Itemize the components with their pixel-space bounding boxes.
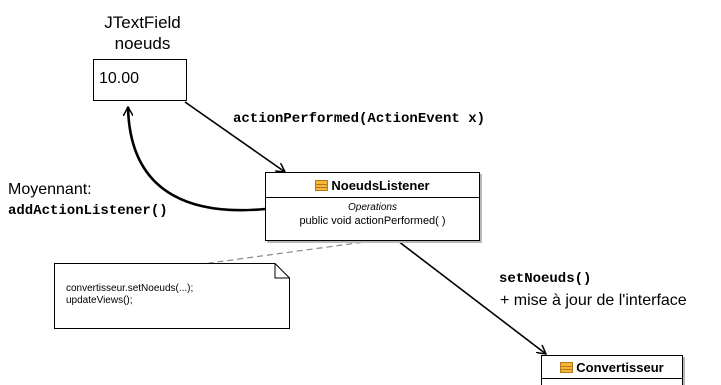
action-performed-arrow: [184, 101, 285, 172]
listener-class-name: NoeudsListener: [331, 177, 430, 193]
class-icon: [560, 361, 574, 373]
convertisseur-class-name: Convertisseur: [576, 359, 664, 375]
textfield-caption: JTextField noeuds: [90, 12, 195, 54]
note-line-1: convertisseur.setNoeuds(...);: [66, 283, 194, 294]
convertisseur-class: Convertisseur: [541, 355, 683, 385]
listener-class-header: NoeudsListener: [266, 173, 479, 198]
add-action-listener-arrow: [128, 107, 266, 212]
action-performed-label: actionPerformed(ActionEvent x): [233, 111, 486, 127]
noeuds-text-field[interactable]: 10.00: [93, 59, 187, 101]
convertisseur-class-header: Convertisseur: [542, 356, 682, 379]
class-icon: [315, 179, 329, 191]
textfield-type-label: JTextField: [104, 13, 181, 32]
noeuds-listener-class: NoeudsListener Operations public void ac…: [265, 172, 480, 241]
note-line-2: updateViews();: [66, 295, 133, 306]
registration-prefix-label: Moyennant:: [8, 181, 92, 198]
interface-update-label: + mise à jour de l'interface: [500, 292, 687, 309]
set-noeuds-arrow: [397, 240, 546, 354]
code-note: [54, 263, 290, 329]
textfield-name-label: noeuds: [114, 34, 171, 53]
set-noeuds-label: setNoeuds(): [499, 271, 592, 287]
operations-section-label: Operations: [348, 202, 397, 213]
note-content: convertisseur.setNoeuds(...); updateView…: [66, 283, 193, 307]
operation-action-performed: public void actionPerformed( ): [299, 215, 446, 227]
note-link: [194, 240, 373, 266]
registration-method-label: addActionListener(): [8, 203, 168, 219]
text-field-value: 10.00: [99, 70, 140, 87]
